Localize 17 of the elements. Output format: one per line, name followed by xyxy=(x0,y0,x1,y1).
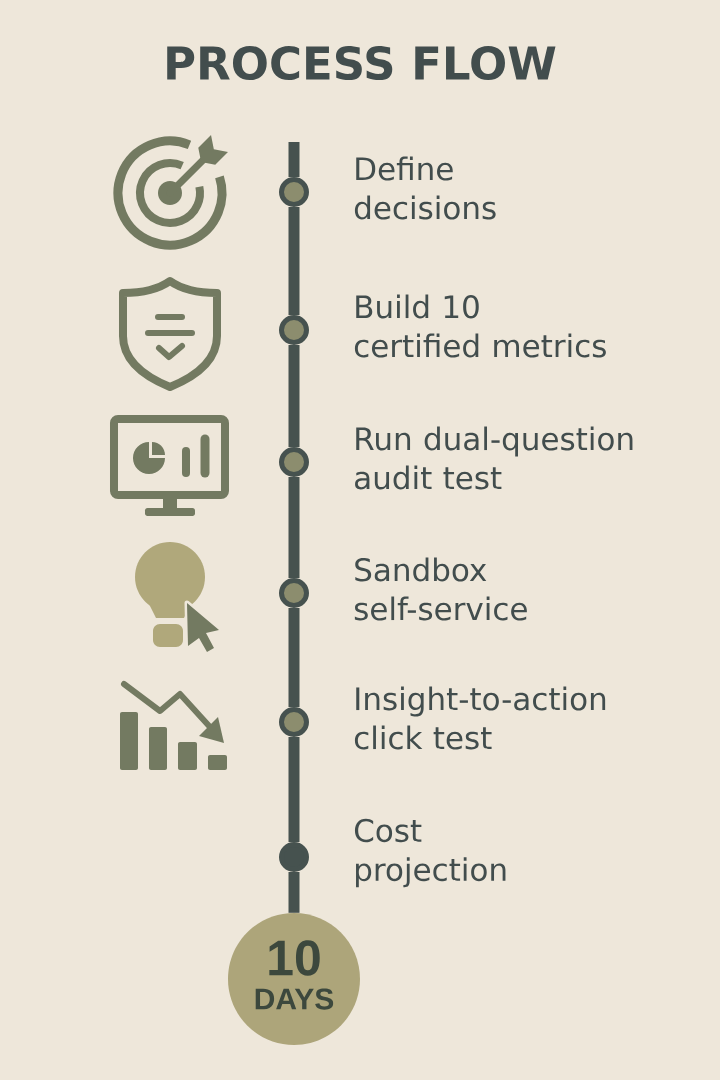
timeline-line xyxy=(288,608,300,707)
timeline-line xyxy=(288,207,300,315)
timeline-line xyxy=(288,345,300,447)
step-label: Sandbox self-service xyxy=(354,557,527,621)
timeline-line xyxy=(288,142,300,177)
badge-number: 10 xyxy=(269,940,320,976)
step-label: Insight-to-action click test xyxy=(354,686,606,750)
timeline-line xyxy=(288,477,300,578)
title: PROCESS FLOW xyxy=(167,46,556,81)
step-label: Build 10 certified metrics xyxy=(354,294,606,358)
timeline-line xyxy=(288,872,300,913)
timeline-dot xyxy=(279,842,309,872)
step-label: Cost projection xyxy=(354,818,506,888)
timeline-line xyxy=(288,737,300,842)
step-label: Run dual-question audit test xyxy=(355,426,633,490)
step-label: Define decisions xyxy=(354,156,496,220)
badge-label: DAYS xyxy=(255,988,334,1010)
